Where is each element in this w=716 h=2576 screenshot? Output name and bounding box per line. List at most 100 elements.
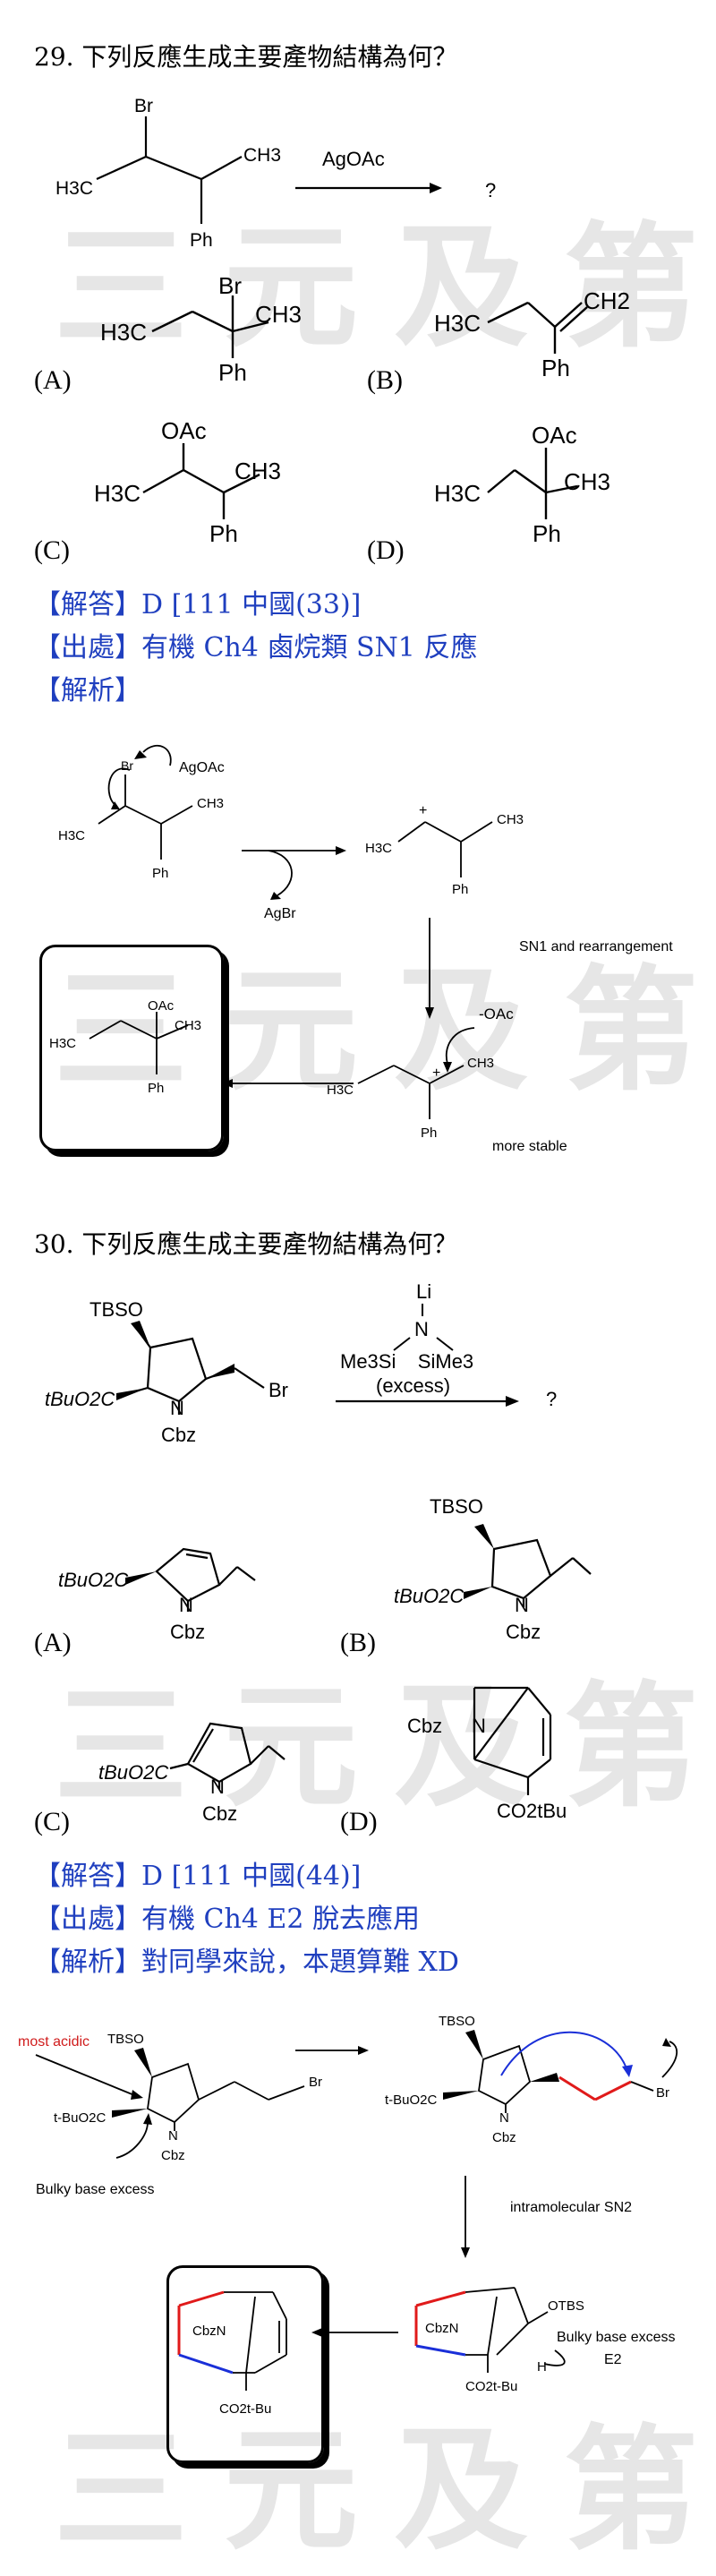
q30a-n: N	[179, 1594, 193, 1616]
q30m2-tbuo2c: t-BuO2C	[385, 2092, 438, 2108]
q30-title: 30. 下列反應生成主要產物結構為何？	[34, 1229, 458, 1259]
q29-reactant-br: Br	[134, 96, 153, 116]
q30m2-br: Br	[656, 2085, 669, 2101]
q29c-ph: Ph	[209, 520, 238, 547]
q30-option-a[interactable]: (A)	[34, 1628, 72, 1657]
q29-option-c[interactable]: (C)	[34, 535, 70, 565]
q29-answer: 【解答】D [111 中國(33)]	[34, 589, 362, 620]
q29-question-mark: ?	[485, 179, 496, 201]
q29m-plus2: +	[432, 1065, 440, 1081]
q30-option-c[interactable]: (C)	[34, 1807, 70, 1836]
q30-reaction-scheme: TBSO tBuO2C N Cbz Br Li N Me3Si SiMe3 (e…	[45, 1280, 557, 1446]
q29a-br: Br	[218, 272, 242, 299]
q30m-most-acidic: most acidic	[18, 2034, 90, 2050]
q30m-intra: intramolecular SN2	[510, 2200, 632, 2215]
q30c-cbz: Cbz	[202, 1802, 237, 1825]
q29-reaction-scheme: Br H3C CH3 Ph AgOAc ?	[55, 96, 496, 251]
q30-option-b[interactable]: (B)	[340, 1628, 376, 1657]
q29c-h3c: H3C	[94, 480, 141, 507]
q29-reagent: AgOAc	[322, 148, 385, 170]
q30m-cbz: Cbz	[161, 2148, 185, 2163]
q30m4-co2tbu: CO2t-Bu	[219, 2401, 271, 2417]
q29m-h3c: H3C	[58, 828, 85, 843]
q29-option-a[interactable]: (A)	[34, 365, 72, 395]
q30m3-co2tbu: CO2t-Bu	[465, 2379, 517, 2394]
q29m-ph3: Ph	[421, 1125, 437, 1141]
q30-n: N	[170, 1397, 184, 1419]
q30b-n: N	[515, 1594, 529, 1616]
q30a-tbuo2c: tBuO2C	[58, 1569, 128, 1591]
q29m-sn1-note: SN1 and rearrangement	[519, 939, 673, 954]
q30m-n: N	[168, 2128, 178, 2144]
q30-option-d[interactable]: (D)	[340, 1807, 378, 1836]
q30-question-mark: ?	[546, 1388, 557, 1410]
q29m-h3c4: H3C	[49, 1036, 76, 1051]
q30-source: 【出處】有機 Ch4 E2 脫去應用	[34, 1904, 420, 1935]
q30m-br: Br	[309, 2075, 322, 2090]
q29c-oac: OAc	[161, 417, 207, 444]
q30d-co2tbu: CO2tBu	[497, 1800, 567, 1822]
q30m3-cbzn: CbzN	[425, 2321, 459, 2336]
q30-me3si: Me3Si SiMe3	[340, 1350, 473, 1373]
q30m2-n: N	[499, 2110, 509, 2126]
q29a-ch3: CH3	[255, 301, 302, 328]
q29-reactant-ph: Ph	[190, 230, 213, 251]
q30a-cbz: Cbz	[170, 1621, 205, 1643]
q30-answer: 【解答】D [111 中國(44)]	[34, 1861, 362, 1892]
q29c-ch3: CH3	[234, 458, 281, 484]
q30m-bulky1: Bulky base excess	[36, 2182, 155, 2197]
q30m3-otbs: OTBS	[548, 2298, 584, 2314]
q29a-ph: Ph	[218, 359, 247, 386]
q29m-more-stable: more stable	[492, 1139, 567, 1154]
q30-options-ab: tBuO2C N Cbz TBSO tBuO2C N Cbz	[58, 1495, 592, 1643]
q30d-n: N	[472, 1715, 486, 1737]
q30-product-box	[166, 2265, 324, 2463]
q30m-e2: E2	[604, 2352, 622, 2367]
q30-options-cd: tBuO2C N Cbz Cbz N CO2tBu	[98, 1686, 567, 1825]
q29m-ph: Ph	[152, 866, 168, 881]
q29-source: 【出處】有機 Ch4 鹵烷類 SN1 反應	[34, 632, 478, 663]
q29-analysis-label: 【解析】	[34, 675, 141, 706]
q30-tbuo2c: tBuO2C	[45, 1388, 115, 1410]
q29b-ch2: CH2	[584, 287, 630, 314]
q29m-ch3-2: CH3	[497, 812, 524, 827]
q29m-ph2: Ph	[452, 882, 468, 897]
q29-options-ab: H3C Br CH3 Ph H3C CH2 Ph	[100, 272, 630, 386]
q30-mechanism: most acidic TBSO t-BuO2C N Cbz Br Bulky …	[18, 2014, 678, 2417]
q29m-br: Br	[121, 758, 133, 773]
q29d-oac: OAc	[532, 422, 577, 449]
q30-analysis: 【解析】對同學來說，本題算難 XD	[34, 1947, 459, 1978]
q29m-ch3-4: CH3	[175, 1018, 201, 1033]
q29-product-box	[39, 945, 224, 1151]
q30d-cbz: Cbz	[407, 1715, 442, 1737]
q30-tbso: TBSO	[90, 1298, 143, 1321]
q29d-h3c: H3C	[434, 480, 481, 507]
q30m-bulky2: Bulky base excess	[557, 2330, 676, 2345]
q29-option-b[interactable]: (B)	[367, 365, 403, 395]
q29-reactant-ch3: CH3	[243, 145, 281, 166]
q30-cbz: Cbz	[161, 1424, 196, 1446]
q30m2-cbz: Cbz	[492, 2130, 516, 2145]
q29m-h3c2: H3C	[365, 841, 392, 856]
q29-reactant-h3c: H3C	[55, 178, 93, 199]
q29a-h3c: H3C	[100, 319, 147, 346]
q29m-agoac: AgOAc	[179, 760, 225, 775]
q29m-agbr: AgBr	[264, 906, 296, 921]
q30b-cbz: Cbz	[506, 1621, 541, 1643]
q30b-tbuo2c: tBuO2C	[394, 1585, 464, 1607]
q29-title: 29. 下列反應生成主要產物結構為何？	[34, 42, 458, 72]
q29d-ch3: CH3	[564, 468, 610, 495]
q30c-n: N	[210, 1776, 225, 1798]
q29-option-d[interactable]: (D)	[367, 535, 405, 565]
q29-mechanism: Br AgOAc H3C CH3 Ph AgBr + H3C CH3 Ph SN…	[49, 744, 673, 1154]
q30-br: Br	[268, 1379, 288, 1401]
q29m-plus1: +	[419, 803, 427, 818]
q29b-h3c: H3C	[434, 310, 481, 337]
q29m-ph4: Ph	[148, 1081, 164, 1096]
q29d-ph: Ph	[533, 520, 561, 547]
q29m-h3c3: H3C	[327, 1083, 354, 1098]
q29m-ch3-3: CH3	[467, 1056, 494, 1071]
q30-n-reagent: N	[414, 1318, 429, 1340]
q29-options-cd: OAc H3C CH3 Ph OAc H3C CH3 Ph	[94, 417, 610, 547]
q30-excess: (excess)	[376, 1374, 450, 1397]
